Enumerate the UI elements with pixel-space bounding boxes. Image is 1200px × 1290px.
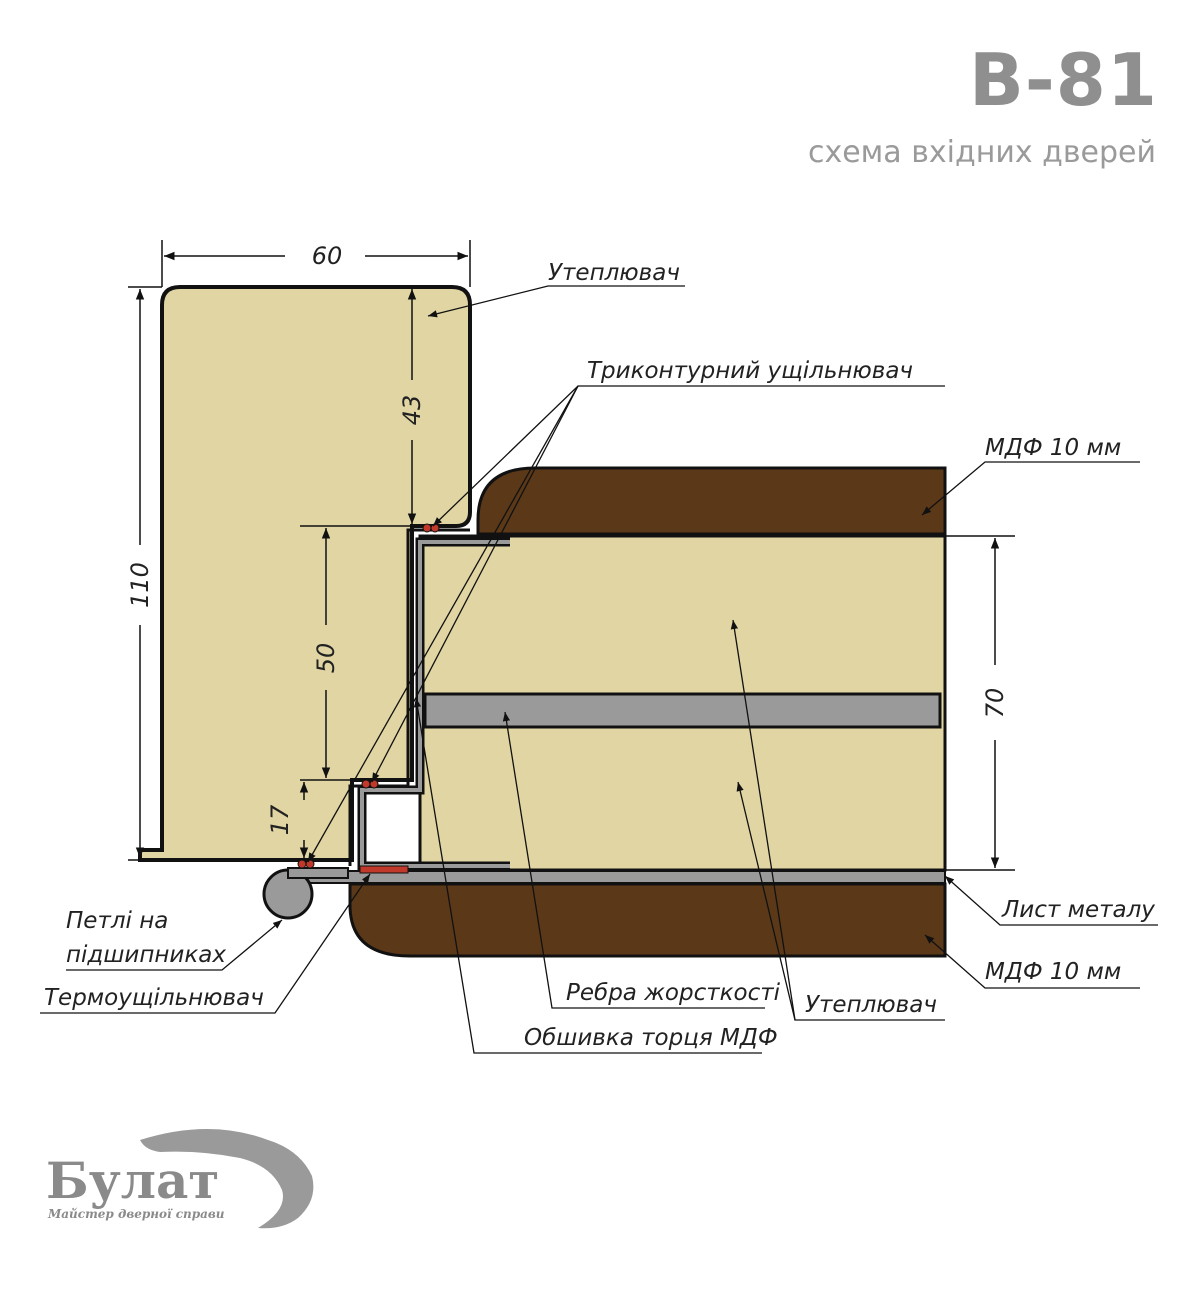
- bulat-logo: Булат Майстер дверної справи: [46, 1129, 314, 1229]
- label-mdf-top: МДФ 10 мм: [985, 435, 1121, 461]
- dimension-70-label: 70: [981, 688, 1009, 719]
- label-insulation-bottom: Утеплювач: [805, 992, 937, 1018]
- leader-insulation-top: [427, 285, 685, 318]
- label-thermal-seal: Термоущільнювач: [44, 985, 264, 1011]
- mdf-bottom-panel: [348, 882, 947, 958]
- dimension-17-label: 17: [266, 804, 294, 835]
- panther-emblem: [140, 1129, 314, 1229]
- dimension-110-label: 110: [126, 562, 154, 608]
- dimension-60-label: 60: [312, 242, 343, 270]
- leader-metal-sheet: [944, 875, 1158, 926]
- label-metal-sheet: Лист металу: [1001, 897, 1155, 923]
- label-insulation-top: Утеплювач: [548, 260, 680, 286]
- leader-mdf-bottom: [924, 934, 1140, 989]
- dimension-frame-height: [128, 286, 162, 861]
- label-bearing-hinges-2: підшипниках: [66, 942, 226, 968]
- thermal-seal-strip: [359, 865, 409, 874]
- page-subtitle: схема вхідних дверей: [807, 135, 1156, 170]
- page-title: В-81: [969, 38, 1158, 122]
- frame-profile: [138, 285, 472, 862]
- leader-bearing-hinges: [66, 919, 283, 971]
- label-mdf-edge-trim: Обшивка торця МДФ: [524, 1025, 778, 1051]
- label-triple-seal: Триконтурний ущільнювач: [587, 358, 913, 384]
- stiffening-rib: [423, 692, 942, 729]
- dimension-50-label: 50: [312, 643, 340, 674]
- logo-tagline: Майстер дверної справи: [47, 1207, 225, 1221]
- dimension-leaf-thickness: [945, 535, 1015, 871]
- dimension-43-label: 43: [398, 395, 426, 426]
- mdf-top-panel: [476, 466, 947, 536]
- leader-thermal-seal: [40, 873, 371, 1014]
- label-stiffening-ribs: Ребра жорсткості: [566, 980, 781, 1006]
- label-bearing-hinges-1: Петлі на: [66, 908, 168, 934]
- dimension-frame-width: [161, 240, 471, 287]
- leader-mdf-edge-trim: [413, 697, 762, 1054]
- dimension-middle-step: [300, 525, 412, 781]
- label-mdf-bottom: МДФ 10 мм: [985, 959, 1121, 985]
- leader-stiffening-ribs: [502, 711, 765, 1009]
- logo-name: Булат: [46, 1151, 219, 1210]
- leader-mdf-top: [921, 461, 1140, 516]
